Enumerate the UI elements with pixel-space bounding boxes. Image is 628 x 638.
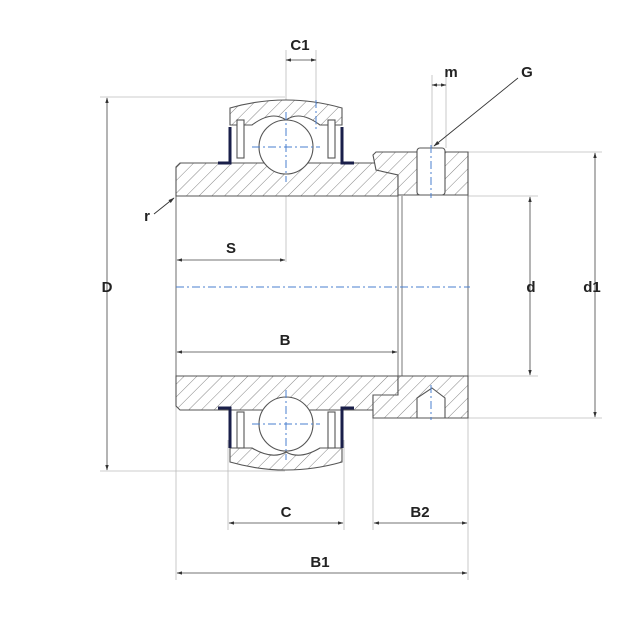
label-B: B	[280, 332, 291, 349]
label-d1: d1	[583, 279, 601, 296]
label-B1: B1	[310, 554, 329, 571]
dimension-lines	[105, 58, 597, 575]
label-d: d	[526, 279, 535, 296]
set-screw-top	[416, 147, 446, 196]
label-S: S	[226, 240, 236, 257]
inner-ring-top	[175, 162, 399, 197]
centerlines	[176, 100, 470, 460]
bearing-top-section	[175, 99, 469, 197]
label-B2: B2	[410, 504, 429, 521]
label-C1: C1	[290, 37, 309, 54]
label-r: r	[144, 208, 150, 225]
extension-lines	[100, 50, 602, 580]
label-C: C	[281, 504, 292, 521]
label-D: D	[102, 279, 113, 296]
bearing-bottom-section	[175, 375, 469, 471]
label-G: G	[521, 64, 533, 81]
label-m: m	[444, 64, 457, 81]
